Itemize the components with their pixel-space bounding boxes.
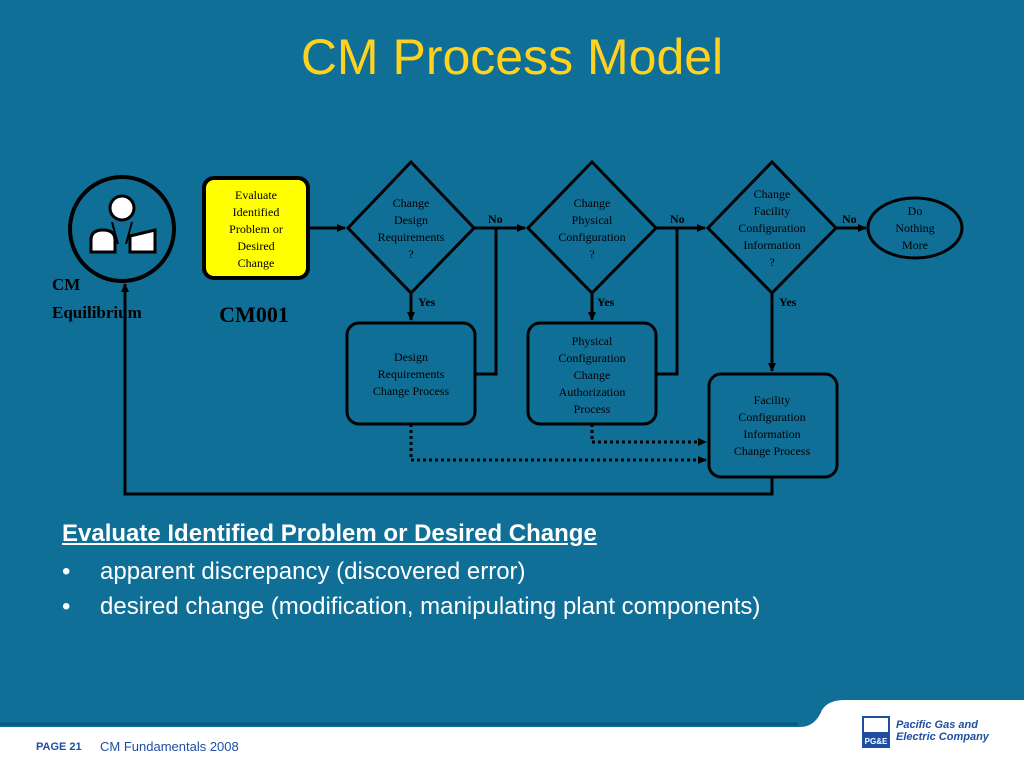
dotted-physical-to-facility [590,424,707,446]
section-heading: Evaluate Identified Problem or Desired C… [62,520,597,547]
dd-text-line: Change [393,196,430,210]
pp-text-line: Change [574,368,611,382]
decision-physical [525,159,659,296]
return-design [475,228,498,376]
bullet-dot: • [62,593,71,620]
pge-logo-icon: PG&E [862,716,890,748]
bullet-dot: • [62,558,71,585]
dotted-design-to-facility [409,424,707,464]
evaluate-text-line: Evaluate [235,188,277,202]
df-text-line: Information [743,238,800,252]
code-label: CM001 [219,302,289,327]
df-text-line: Change [754,187,791,201]
dp-text-line: ? [589,247,594,261]
pf-text-line: Configuration [738,410,805,424]
pp-text-line: Configuration [558,351,625,365]
evaluate-text-line: Change [238,256,275,270]
end-text-line: More [902,238,928,252]
start-label-line1: CM [52,275,80,294]
return-to-equilibrium [121,283,774,496]
pp-text-line: Authorization [559,385,626,399]
footer-bar [0,727,1024,768]
decision-design [345,159,477,296]
yes-label-2: Yes [597,295,615,309]
no-label-3: No [842,212,857,226]
cm-equilibrium-node [68,175,176,283]
process-facility [707,372,839,479]
evaluate-text-line: Desired [237,239,274,253]
bullet-item: • apparent discrepancy (discovered error) [62,558,526,586]
slide-title: CM Process Model [300,29,724,85]
bullet-text: desired change (modification, manipulati… [100,593,761,620]
pd-text-line: Design [394,350,428,364]
pp-text-line: Process [574,402,611,416]
page-number: PAGE 21 [36,741,82,753]
no-label-1: No [488,212,503,226]
yes-label-1: Yes [418,295,436,309]
evaluate-text-line: Problem or [229,222,283,236]
yes-label-3: Yes [779,295,797,309]
pf-text-line: Facility [754,393,791,407]
dp-text-line: Physical [572,213,613,227]
logo-mark-text: PG&E [865,737,888,746]
evaluate-text-line: Identified [233,205,280,219]
end-node [866,196,964,260]
df-text-line: Facility [754,204,791,218]
bullet-item: • desired change (modification, manipulat… [62,593,760,621]
dp-text-line: Change [574,196,611,210]
dp-text-line: Configuration [558,230,625,244]
connectors [121,224,867,496]
company-name-line1: Pacific Gas and [896,719,978,731]
end-text-line: Do [908,204,923,218]
bullet-text: apparent discrepancy (discovered error) [100,558,526,585]
start-label-line2: Equilibrium [52,303,142,322]
pf-text-line: Change Process [734,444,811,458]
return-physical [656,228,679,376]
end-text-line: Nothing [895,221,934,235]
dd-text-line: Design [394,213,428,227]
pd-text-line: Change Process [373,384,450,398]
dd-text-line: ? [408,247,413,261]
process-flow-diagram: CM Equilibrium EvaluateIdentifiedProblem… [52,159,964,496]
people-icon [89,194,157,254]
pd-text-line: Requirements [378,367,445,381]
no-label-2: No [670,212,685,226]
process-physical-text: PhysicalConfigurationChangeAuthorization… [558,334,625,416]
company-name: Pacific Gas and Electric Company [896,719,989,743]
footer-subtitle: CM Fundamentals 2008 [100,739,239,754]
df-text-line: Configuration [738,221,805,235]
company-name-line2: Electric Company [896,731,989,743]
pf-text-line: Information [743,427,800,441]
pp-text-line: Physical [572,334,613,348]
df-text-line: ? [769,255,774,269]
dd-text-line: Requirements [378,230,445,244]
